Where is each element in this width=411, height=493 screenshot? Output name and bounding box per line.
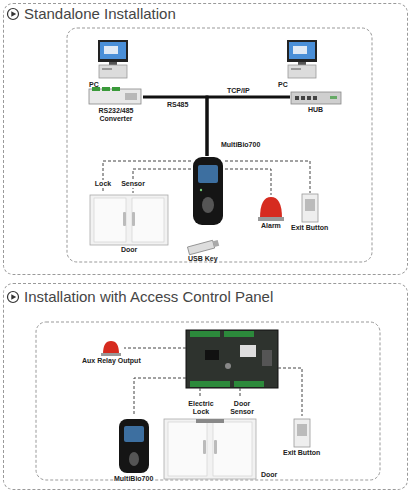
exit-button: Exit Button <box>292 418 312 448</box>
device-label: Aux Relay Output <box>82 357 141 365</box>
panel-title: Installation with Access Control Panel <box>24 288 273 305</box>
device-label: MultiBio700 <box>221 141 260 149</box>
edge-label: RS485 <box>166 101 189 109</box>
device-label: Door <box>261 471 277 479</box>
aux-relay: Aux Relay Output <box>100 340 122 356</box>
edge-label: Lock <box>94 180 112 188</box>
pc-workstation: PC <box>95 38 133 80</box>
device-label: RS232/485 Converter <box>88 107 144 123</box>
usb-key: USB Key <box>186 240 220 254</box>
terminal-device: MultiBio700 <box>191 156 225 226</box>
exit-button: Exit Button <box>300 193 320 223</box>
signal-wire <box>225 161 310 193</box>
terminal-device: MultiBio700 <box>117 418 151 474</box>
device-label: Exit Button <box>291 224 328 232</box>
edge-label: TCP/IP <box>226 87 251 95</box>
alarm-siren: Alarm <box>257 195 285 221</box>
signal-wire <box>225 169 271 195</box>
pc-workstation: PC <box>284 38 322 80</box>
device-label: HUB <box>308 106 323 114</box>
device-label: PC <box>278 81 288 89</box>
signal-wire <box>103 161 191 193</box>
glass-door: Door <box>88 193 170 245</box>
rs-converter: RS232/485 Converter <box>88 87 143 106</box>
panel-title: Standalone Installation <box>24 5 176 22</box>
wire-label: Electric Lock <box>184 400 218 416</box>
device-label: Exit Button <box>283 449 320 457</box>
installation-panel: Standalone InstallationPCRS232/485 Conve… <box>3 3 408 275</box>
wire-label: Door Sensor <box>224 400 260 416</box>
device-label: Alarm <box>261 222 281 230</box>
edge-label: Sensor <box>120 180 146 188</box>
network-hub: HUB <box>290 91 342 105</box>
installation-panel: Installation with Access Control PanelAu… <box>3 283 408 490</box>
device-label: Door <box>121 246 137 254</box>
bus-cable <box>207 97 290 156</box>
glass-door: Door <box>162 418 258 480</box>
device-label: MultiBio700 <box>114 475 153 483</box>
bus-cable <box>143 97 207 156</box>
device-label: PC <box>89 81 99 89</box>
device-label: USB Key <box>188 255 218 263</box>
